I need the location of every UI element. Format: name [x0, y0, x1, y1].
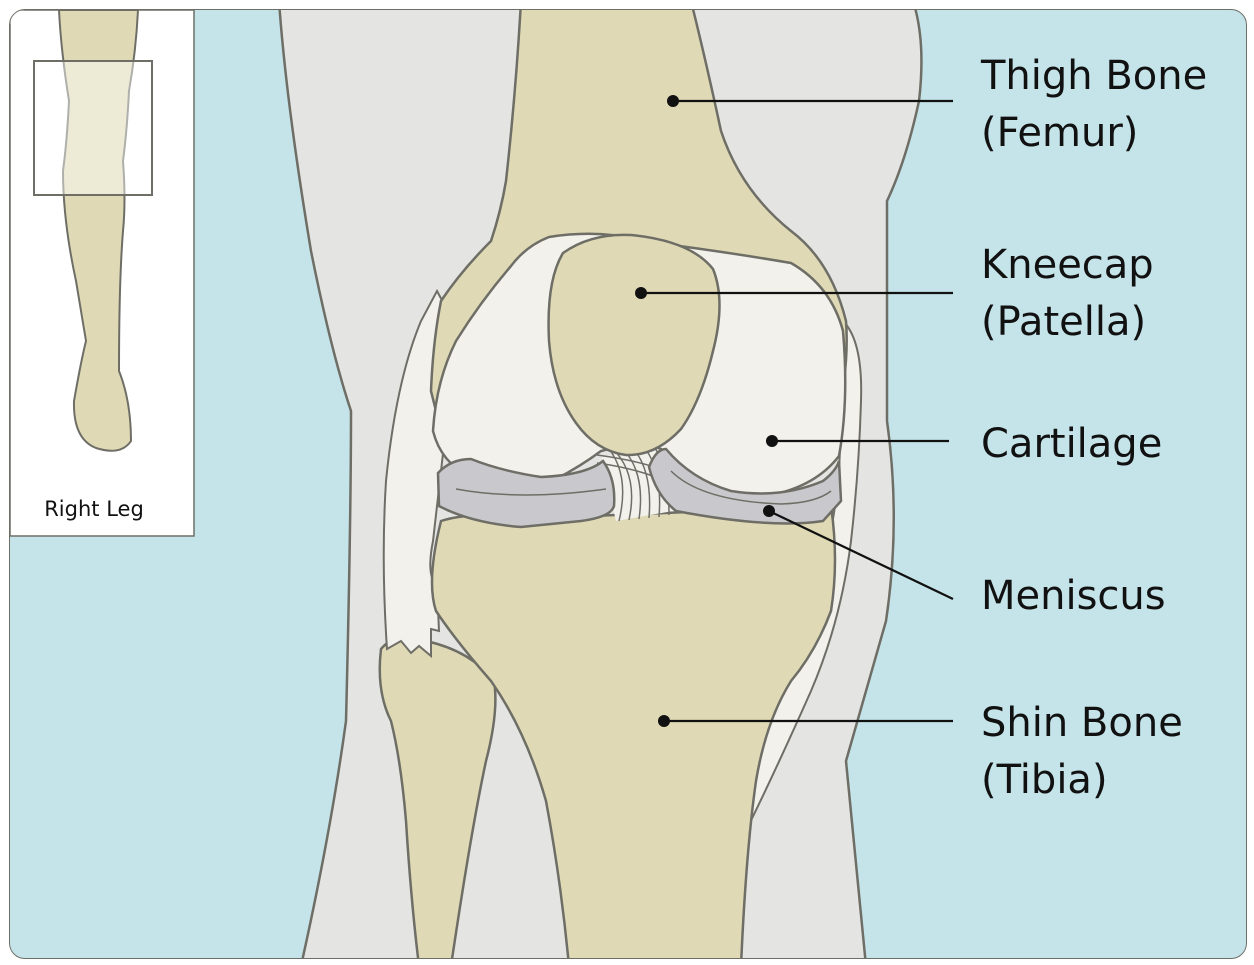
label-patella-line2: (Patella) [981, 299, 1146, 345]
label-femur-line1: Thigh Bone [980, 53, 1207, 99]
inset-right-leg: Right Leg [10, 10, 194, 536]
knee-anatomy-diagram: Thigh Bone (Femur) Kneecap (Patella) Car… [9, 9, 1247, 959]
label-patella-line1: Kneecap [981, 242, 1154, 288]
label-tibia-line1: Shin Bone [981, 700, 1183, 746]
diagram-frame: Thigh Bone (Femur) Kneecap (Patella) Car… [9, 9, 1247, 959]
inset-label: Right Leg [44, 497, 144, 521]
label-cartilage: Cartilage [981, 421, 1162, 467]
label-meniscus: Meniscus [981, 573, 1166, 619]
label-femur-line2: (Femur) [981, 110, 1138, 156]
label-tibia-line2: (Tibia) [981, 757, 1108, 803]
inset-knee-highlight [34, 61, 152, 195]
